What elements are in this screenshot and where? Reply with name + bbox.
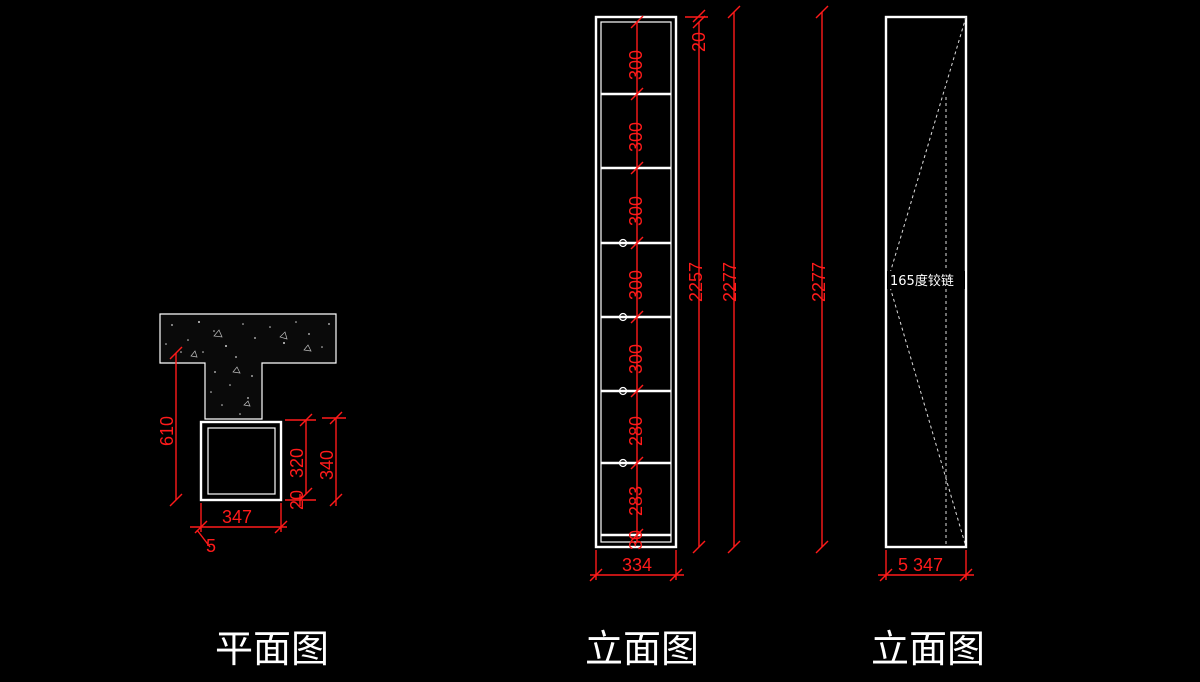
plan-dim-347: 347 — [190, 503, 288, 534]
shelf-spacing-label: 300 — [626, 196, 646, 226]
shelf-spacing-label: 300 — [626, 50, 646, 80]
door-elevation-caption: 立面图 — [871, 627, 985, 671]
plan-cabinet-box — [199, 420, 283, 502]
front-dim-top-20: 20 — [685, 9, 709, 52]
door-opening-swing — [887, 16, 967, 548]
hinge-circle — [618, 238, 628, 248]
front-dim-2277: 2277 — [720, 5, 741, 554]
plan-dim-5: 5 — [196, 529, 216, 556]
plan-dim-610-label: 610 — [157, 416, 177, 446]
shelf-spacing-label: 300 — [626, 270, 646, 300]
hinge-circle — [618, 386, 628, 396]
shelf-spacing-label: 280 — [626, 416, 646, 446]
hinge-circle — [618, 312, 628, 322]
plan-wall-hatch — [165, 321, 330, 415]
plan-dim-610: 610 — [157, 346, 183, 507]
plan-dim-5-label: 5 — [206, 536, 216, 556]
door-dim-2277: 2277 — [809, 5, 829, 554]
plan-cabinet-inner — [207, 427, 276, 495]
plan-dim-320-label: 320 — [287, 448, 307, 478]
door-dim-width: 5 347 — [878, 550, 974, 582]
front-shelves — [601, 92, 671, 537]
plan-dim-320: 320 — [285, 413, 316, 501]
front-cabinet-outer — [594, 15, 678, 549]
front-dim-334: 334 — [589, 550, 684, 582]
front-shelf-dim-chain: 300 300 300 300 300 280 283 30 — [626, 15, 646, 550]
front-dim-2277-label: 2277 — [720, 262, 740, 302]
front-cabinet-inner — [600, 21, 672, 543]
shelf-spacing-label: 30 — [626, 530, 646, 550]
plan-dim-347-label: 347 — [222, 507, 252, 527]
door-panel — [884, 15, 968, 549]
hinge-note: 165度铰链 — [890, 273, 954, 289]
plan-dim-340-label: 340 — [317, 450, 337, 480]
shelf-spacing-label: 300 — [626, 122, 646, 152]
plan-dim-20: 20 — [285, 490, 316, 510]
plan-dim-340: 340 — [317, 411, 346, 507]
front-dim-2257: 2257 — [686, 15, 706, 554]
door-dim-width-label: 5 347 — [898, 555, 943, 575]
front-hinge-markers — [618, 238, 628, 468]
front-elevation-view: 300 300 300 300 300 280 283 30 20 2257 — [585, 5, 741, 671]
front-elevation-caption: 立面图 — [585, 627, 699, 671]
front-dim-2257-label: 2257 — [686, 262, 706, 302]
hinge-circle — [618, 458, 628, 468]
hinge-note-backdrop — [887, 271, 965, 289]
plan-wall-section — [159, 313, 337, 420]
plan-view: 610 320 340 20 — [157, 313, 346, 671]
shelf-spacing-label: 283 — [626, 486, 646, 516]
plan-dim-20-label: 20 — [287, 490, 307, 510]
plan-caption: 平面图 — [215, 627, 329, 671]
door-dim-2277-label: 2277 — [809, 262, 829, 302]
shelf-spacing-label: 300 — [626, 344, 646, 374]
front-dim-334-label: 334 — [622, 555, 652, 575]
door-elevation-view: 2277 165度铰链 5 347 立面图 — [809, 5, 985, 671]
